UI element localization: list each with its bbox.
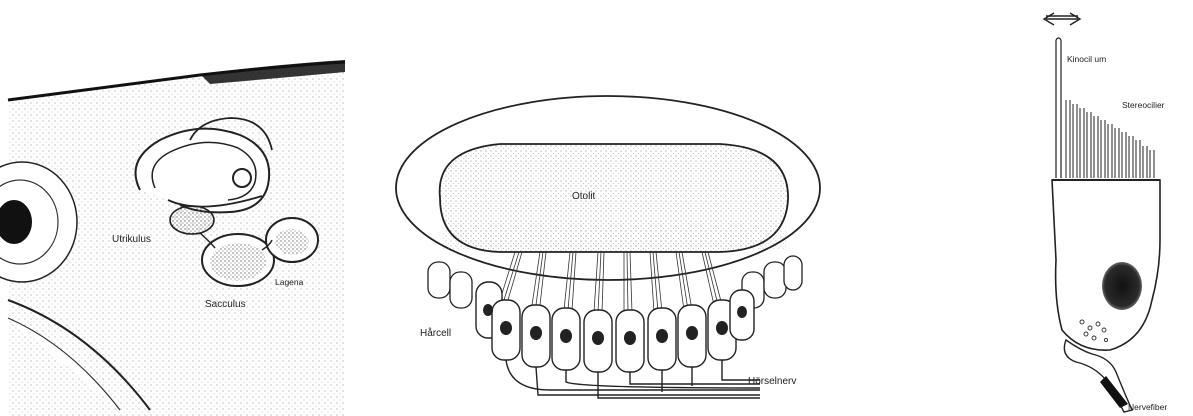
utriculus-shape bbox=[170, 206, 214, 234]
label-stereocilier: Stereocilier bbox=[1122, 100, 1165, 111]
label-kinocilium: Kinocil um bbox=[1067, 54, 1106, 65]
hair-cell-figure: Kinocil um Stereocilier Nervefiber bbox=[1020, 0, 1193, 416]
label-horselnerv: Hörselnerv bbox=[748, 376, 796, 387]
otolith-organ-figure: Otolit Hårcell Hörselnerv bbox=[380, 0, 830, 416]
hair-cell-body bbox=[1052, 180, 1160, 350]
label-otolit: Otolit bbox=[572, 191, 595, 202]
kinocilium bbox=[1056, 40, 1061, 178]
label-sacculus: Sacculus bbox=[205, 299, 246, 310]
stereocilia bbox=[1066, 100, 1154, 178]
double-headed-arrow-icon bbox=[1044, 13, 1080, 25]
fish-inner-ear-figure: Utrikulus Lagena Sacculus bbox=[0, 0, 350, 416]
label-nervefiber: Nervefiber bbox=[1128, 402, 1167, 413]
fish-head-illustration bbox=[0, 0, 350, 416]
sacculus-shape bbox=[210, 243, 266, 281]
hair-cell-illustration bbox=[1020, 0, 1193, 416]
otolith-illustration bbox=[380, 0, 830, 416]
label-utrikulus: Utrikulus bbox=[112, 234, 151, 245]
label-harcell: Hårcell bbox=[420, 328, 451, 339]
lagena-shape bbox=[275, 229, 309, 255]
label-lagena: Lagena bbox=[275, 277, 303, 288]
nucleus bbox=[1102, 262, 1142, 310]
